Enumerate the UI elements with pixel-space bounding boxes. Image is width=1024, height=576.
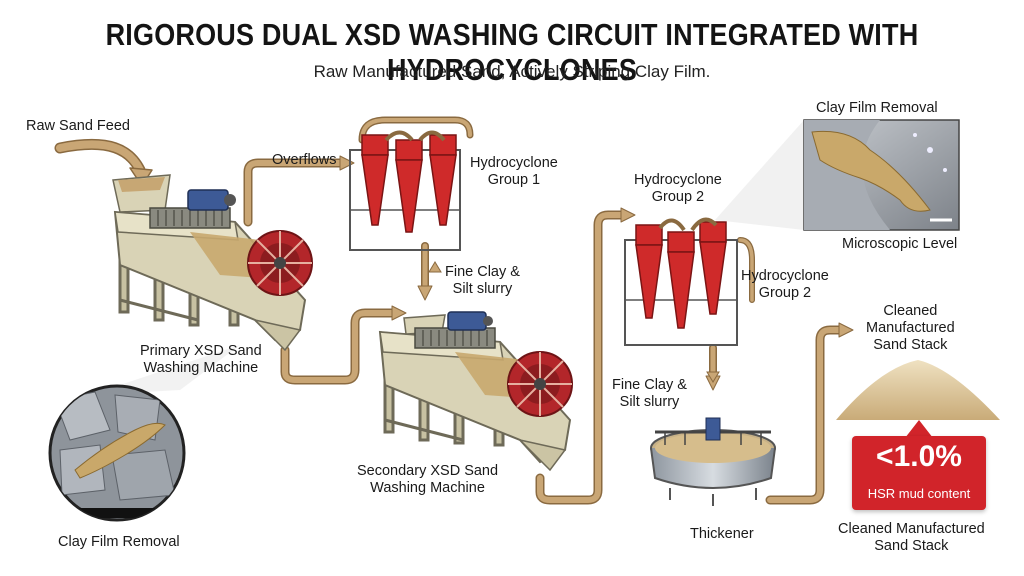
clay-film-microscope-circle bbox=[48, 345, 240, 522]
primary-machine-label: Primary XSD Sand Washing Machine bbox=[140, 343, 262, 376]
pipe-network bbox=[54, 116, 854, 505]
primary-bucket-wheel bbox=[247, 230, 313, 296]
raw-sand-feed-label: Raw Sand Feed bbox=[26, 118, 130, 134]
secondary-xsd-machine bbox=[378, 311, 573, 472]
hydrocyclone-group-2-side-label: Hydrocyclone Group 2 bbox=[741, 268, 829, 301]
mud-content-badge: <1.0% HSR mud content bbox=[852, 436, 986, 510]
overflow-pipe bbox=[243, 158, 348, 227]
page-subtitle: Raw Manufactured Sand, Actively Striping… bbox=[313, 62, 711, 81]
microscopic-inset bbox=[715, 119, 960, 231]
mud-content-caption: HSR mud content bbox=[867, 486, 971, 501]
badge-up-arrow-icon bbox=[905, 420, 933, 438]
secondary-bucket-wheel bbox=[507, 351, 573, 417]
fine-clay-slurry-label-2: Fine Clay & Silt slurry bbox=[612, 377, 687, 410]
hydrocyclone-group-2-top-label: Hydrocyclone Group 2 bbox=[634, 172, 722, 205]
thickener-tank bbox=[650, 417, 776, 506]
primary-xsd-machine bbox=[112, 174, 313, 352]
clay-film-removal-bottom-label: Clay Film Removal bbox=[58, 534, 180, 550]
fine-clay-1-arrow bbox=[428, 261, 442, 273]
microscopic-level-label: Microscopic Level bbox=[842, 236, 958, 252]
fine-clay-slurry-label-1: Fine Clay & Silt slurry bbox=[445, 264, 520, 297]
clay-film-removal-top-label: Clay Film Removal bbox=[816, 100, 938, 116]
secondary-machine-label: Secondary XSD Sand Washing Machine bbox=[357, 463, 499, 496]
cleaned-stack-top-label: Cleaned Manufactured Sand Stack bbox=[866, 303, 955, 353]
thickener-label: Thickener bbox=[690, 526, 754, 542]
mud-content-value: <1.0% bbox=[876, 440, 962, 473]
cleaned-stack-bottom-label: Cleaned Manufactured Sand Stack bbox=[838, 521, 985, 554]
thickener-to-stack-pipe bbox=[765, 325, 847, 505]
overflows-label: Overflows bbox=[272, 152, 337, 168]
hydrocyclone-group-1-label: Hydrocyclone Group 1 bbox=[470, 155, 558, 188]
cleaned-sand-stack bbox=[836, 360, 1000, 420]
hydrocyclone-group-2 bbox=[624, 217, 738, 346]
fine-clay-2-arrow bbox=[706, 371, 720, 383]
overflow-arrowhead bbox=[339, 155, 355, 171]
hydrocyclone-group-1 bbox=[349, 130, 461, 251]
page-title: RIGOROUS DUAL XSD WASHING CIRCUIT INTEGR… bbox=[105, 18, 919, 87]
